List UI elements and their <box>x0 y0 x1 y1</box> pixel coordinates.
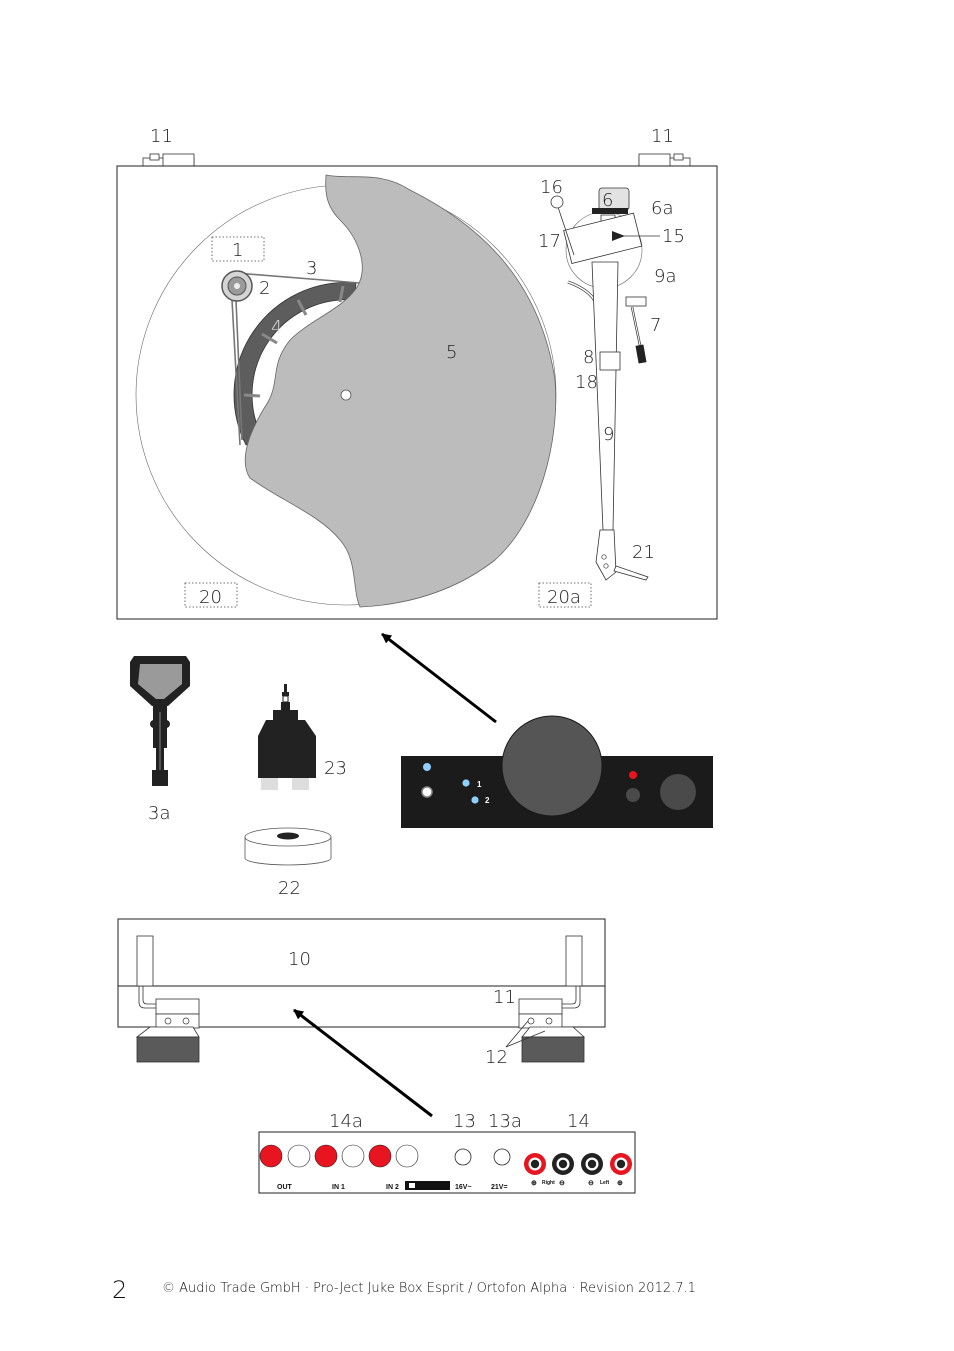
callout-8: 8 <box>583 347 594 368</box>
callout-12: 12 <box>485 1047 508 1068</box>
standby-button[interactable] <box>421 786 433 798</box>
led-label-1: 1 <box>477 780 482 789</box>
headphone-jack[interactable] <box>660 774 696 810</box>
plus-icon-right: ⊕ <box>531 1180 537 1187</box>
callout-6: 6 <box>602 190 613 211</box>
callout-18: 18 <box>575 372 598 393</box>
rear-panel <box>258 1131 636 1194</box>
input-led-2 <box>471 796 479 804</box>
adapter-plug <box>258 684 316 790</box>
side-view <box>117 918 606 1063</box>
callout-box-20a <box>538 582 592 608</box>
callout-6a: 6a <box>651 198 673 219</box>
callout-11-hinge: 11 <box>493 987 516 1008</box>
belt <box>231 272 361 446</box>
callout-9: 9 <box>603 424 614 445</box>
callout-22: 22 <box>278 878 301 899</box>
callout-9a: 9a <box>654 266 676 287</box>
label-21v: 21V= <box>491 1184 508 1191</box>
callout-3: 3 <box>306 258 317 279</box>
rca-out-left[interactable] <box>259 1144 283 1168</box>
callout-1: 1 <box>232 240 243 261</box>
belt-tool <box>130 656 190 786</box>
power-socket-21v[interactable] <box>493 1148 511 1166</box>
front-panel <box>401 715 713 828</box>
hinge-block-left <box>155 998 200 1029</box>
callout-11-left: 11 <box>150 126 173 147</box>
foot-left <box>135 1026 200 1063</box>
rca-in2-right[interactable] <box>395 1144 419 1168</box>
hinge-right <box>638 153 691 167</box>
rca-in1-right[interactable] <box>341 1144 365 1168</box>
label-16v: 16V~ <box>455 1184 472 1191</box>
callout-5: 5 <box>446 342 457 363</box>
callout-17: 17 <box>538 231 561 252</box>
callout-13a: 13a <box>488 1111 522 1132</box>
callout-16: 16 <box>540 177 563 198</box>
arrow-rear-to-side <box>293 1008 433 1118</box>
speaker-terminal-left-minus[interactable] <box>581 1153 603 1175</box>
power-socket-16v[interactable] <box>454 1148 472 1166</box>
volume-knob[interactable] <box>501 715 603 817</box>
arrow-front-to-top <box>381 632 497 724</box>
speaker-terminal-left-plus[interactable] <box>610 1153 632 1175</box>
record-puck <box>244 827 332 866</box>
label-left: Left <box>600 1180 610 1186</box>
motor-pulley <box>221 270 253 302</box>
label-out: OUT <box>277 1184 293 1191</box>
platter-cutaway <box>244 174 557 608</box>
spindle <box>340 389 352 401</box>
input-button[interactable] <box>626 788 640 802</box>
callout-box-1 <box>211 236 265 262</box>
callout-10: 10 <box>288 949 311 970</box>
plus-icon-left: ⊕ <box>617 1180 623 1187</box>
label-in1: IN 1 <box>332 1184 345 1191</box>
subplatter <box>233 282 357 446</box>
callout-14: 14 <box>567 1111 590 1132</box>
callout-23: 23 <box>324 758 347 779</box>
top-view <box>116 153 718 620</box>
rca-in2-left[interactable] <box>368 1144 392 1168</box>
tonearm <box>550 187 660 581</box>
callout-14a: 14a <box>329 1111 363 1132</box>
callout-20: 20 <box>199 587 222 608</box>
callout-2: 2 <box>259 278 270 299</box>
led-label-2: 2 <box>485 796 490 805</box>
minus-icon-right: ⊖ <box>559 1180 565 1187</box>
rca-out-right[interactable] <box>287 1144 311 1168</box>
callout-21: 21 <box>632 542 655 563</box>
speaker-terminal-right-minus[interactable] <box>552 1153 574 1175</box>
in2-switch[interactable] <box>405 1181 450 1190</box>
foot-right <box>521 1026 586 1063</box>
page-number: 2 <box>112 1276 128 1304</box>
callout-13: 13 <box>453 1111 476 1132</box>
red-led <box>629 771 637 779</box>
hinge-left <box>142 153 195 167</box>
callout-3a: 3a <box>148 803 170 824</box>
speaker-terminal-right-plus[interactable] <box>524 1153 546 1175</box>
input-led-1 <box>462 779 470 787</box>
callout-7: 7 <box>650 315 661 336</box>
callout-4: 4 <box>271 317 282 338</box>
callout-11-right: 11 <box>651 126 674 147</box>
standby-led <box>423 763 431 771</box>
callout-15: 15 <box>662 226 685 247</box>
copyright-line: © Audio Trade GmbH · Pro-Ject Juke Box E… <box>162 1281 696 1296</box>
hinge-block-right <box>518 998 563 1029</box>
dust-cover <box>117 918 606 987</box>
minus-icon-left: ⊖ <box>588 1180 594 1187</box>
callout-box-20 <box>184 582 238 608</box>
callout-20a: 20a <box>547 587 581 608</box>
rca-in1-left[interactable] <box>314 1144 338 1168</box>
label-in2: IN 2 <box>386 1184 399 1191</box>
label-right: Right <box>542 1180 555 1186</box>
